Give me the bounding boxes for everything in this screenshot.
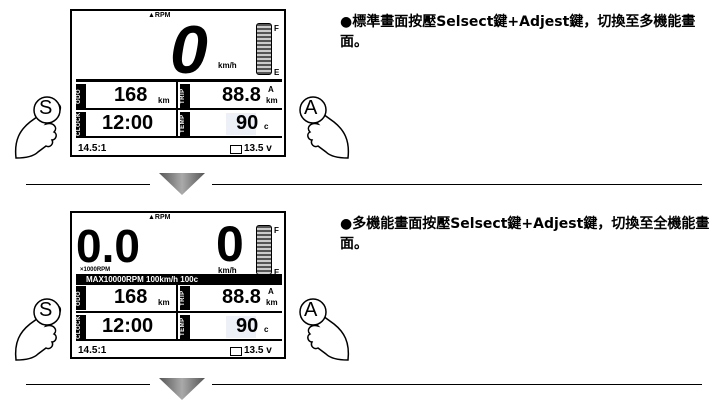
divider-line (26, 184, 150, 185)
odo-unit: km (158, 96, 170, 105)
rpm-unit: ×1000RPM (80, 267, 111, 273)
speed-unit: km/h (218, 61, 237, 70)
temp-value: 90 (236, 112, 259, 134)
row-clock-temp (76, 313, 282, 341)
row-odo-trip (76, 285, 282, 313)
odo-label: ODO (76, 286, 86, 310)
select-button-label: S (39, 97, 53, 119)
info-grid: ODO 168 km TRIP 88.8 A km CLOCK 12:00 TE… (76, 79, 282, 142)
temp-unit: c (264, 122, 269, 131)
temp-value: 90 (236, 315, 259, 337)
odo-value: 168 (114, 286, 148, 308)
row-clock-temp (76, 110, 282, 138)
trip-suffix: A (268, 287, 274, 296)
info-grid: ODO 168 km TRIP 88.8 A km CLOCK 12:00 TE… (76, 285, 282, 343)
ratio-value: 14.5:1 (78, 345, 107, 356)
clock-label: CLOCK (76, 315, 86, 339)
trip-value: 88.8 (222, 286, 261, 308)
temp-unit: c (264, 325, 269, 334)
temp-label: TEMP (180, 112, 190, 136)
note-multifunction: ●多機能畫面按壓Selsect鍵+Adjest鍵，切換至全機能畫面。 (340, 216, 710, 252)
odo-value: 168 (114, 84, 148, 106)
fuel-full-label: F (274, 24, 279, 33)
temp-label: TEMP (180, 315, 190, 339)
trip-label: TRIP (180, 286, 190, 310)
rpm-label: ▲RPM (148, 214, 171, 221)
note-standard: ●標準畫面按壓Selsect鍵+Adjest鍵，切換至多機能畫面。 (340, 14, 696, 50)
speed-value: 0 (216, 216, 244, 272)
select-button-icon (33, 96, 61, 124)
select-button-label: S (39, 299, 53, 321)
trip-suffix: A (268, 85, 274, 94)
row-odo-trip (76, 82, 282, 110)
ratio-value: 14.5:1 (78, 143, 107, 154)
odo-unit: km (158, 298, 170, 307)
battery-icon (230, 145, 242, 154)
speed-value: 0 (170, 12, 208, 88)
fuel-empty-label: E (274, 268, 280, 277)
rpm-value: 0.0 (76, 220, 140, 272)
fuel-empty-label: E (274, 68, 280, 77)
adjust-button-icon (299, 96, 327, 124)
speed-unit: km/h (218, 266, 237, 275)
trip-unit: km (266, 298, 278, 307)
down-arrow-icon (159, 378, 205, 400)
clock-value: 12:00 (102, 112, 154, 134)
down-arrow-icon (159, 173, 205, 195)
divider-line (212, 384, 702, 385)
battery-icon (230, 347, 242, 356)
select-button-icon (33, 298, 61, 326)
battery-value: 13.5 v (244, 345, 272, 356)
fuel-full-label: F (274, 226, 279, 235)
battery-value: 13.5 v (244, 143, 272, 154)
trip-value: 88.8 (222, 84, 261, 106)
clock-label: CLOCK (76, 112, 86, 136)
display-standard: ▲RPM 0 km/h F E ODO 168 km TRIP 88.8 A k… (70, 9, 286, 157)
display-multifunction: ▲RPM 0.0 ×1000RPM 0 km/h F E MAX10000RPM… (70, 211, 286, 359)
clock-value: 12:00 (102, 315, 154, 337)
fuel-gauge (256, 225, 272, 275)
adjust-button-label: A (304, 299, 318, 321)
odo-label: ODO (76, 84, 86, 108)
adjust-button-label: A (304, 97, 318, 119)
divider-line (212, 184, 702, 185)
trip-label: TRIP (180, 84, 190, 108)
trip-unit: km (266, 96, 278, 105)
max-record-bar: MAX10000RPM 100km/h 100c (76, 274, 282, 285)
rpm-label: ▲RPM (148, 12, 171, 19)
adjust-button-icon (299, 298, 327, 326)
divider-line (26, 384, 150, 385)
fuel-gauge (256, 23, 272, 75)
